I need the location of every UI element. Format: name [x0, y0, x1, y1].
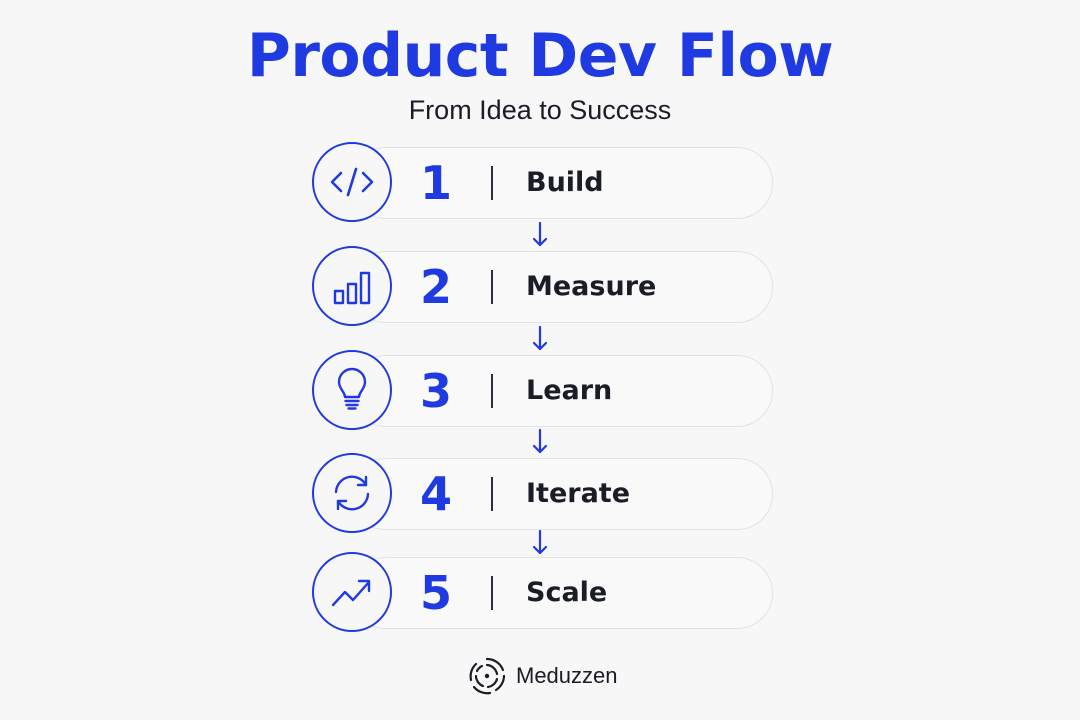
step-divider: [491, 576, 493, 610]
code-icon: [330, 167, 374, 197]
step-icon-circle: [312, 246, 392, 326]
down-arrow-icon: [532, 325, 548, 351]
step-number: 3: [419, 364, 452, 418]
step-label: Scale: [526, 577, 608, 608]
refresh-icon: [334, 475, 370, 511]
down-arrow-icon: [532, 221, 548, 247]
step-build: 1 Build: [310, 142, 774, 224]
step-icon-circle: [312, 142, 392, 222]
step-icon-circle: [312, 453, 392, 533]
step-learn: 3 Learn: [310, 350, 774, 432]
step-label: Measure: [526, 271, 657, 302]
meduzzen-logo-icon: [469, 657, 506, 695]
brand-name: Meduzzen: [516, 663, 618, 688]
step-divider: [491, 374, 493, 408]
step-divider: [491, 166, 493, 200]
down-arrow-icon: [532, 428, 548, 454]
step-pill: [350, 458, 773, 530]
bar-chart-icon: [333, 271, 371, 305]
step-scale: 5 Scale: [310, 552, 774, 634]
down-arrow-icon: [532, 529, 548, 555]
step-measure: 2 Measure: [310, 246, 774, 328]
step-pill: [350, 355, 773, 427]
step-number: 2: [419, 260, 452, 314]
trending-up-icon: [331, 579, 371, 607]
step-label: Iterate: [526, 478, 631, 509]
step-label: Learn: [526, 375, 613, 406]
brand: Meduzzen: [466, 654, 618, 698]
step-divider: [491, 270, 493, 304]
step-number: 5: [419, 566, 452, 620]
step-divider: [491, 477, 493, 511]
step-iterate: 4 Iterate: [310, 453, 774, 535]
step-number: 4: [419, 467, 452, 521]
step-pill: [350, 251, 773, 323]
step-icon-circle: [312, 552, 392, 632]
page-title: Product Dev Flow: [246, 21, 834, 91]
step-icon-circle: [312, 350, 392, 430]
step-pill: [350, 147, 773, 219]
lightbulb-icon: [337, 367, 367, 410]
page-subtitle: From Idea to Success: [408, 95, 672, 125]
step-number: 1: [419, 156, 452, 210]
step-label: Build: [526, 167, 604, 198]
step-pill: [350, 557, 773, 629]
